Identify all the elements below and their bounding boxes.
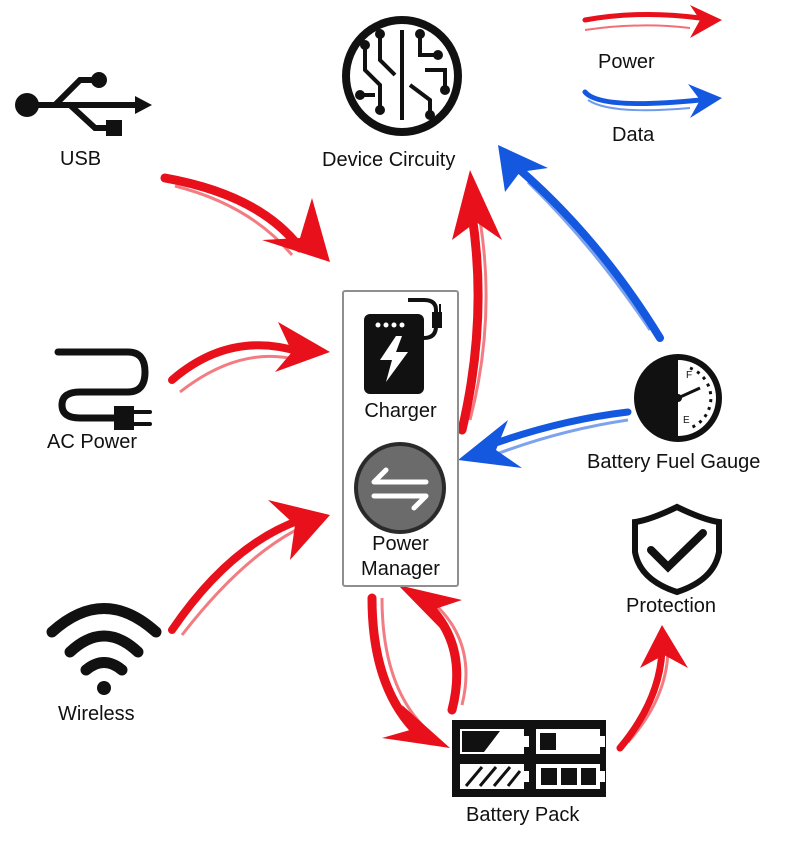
transfer-arrows-icon (354, 442, 446, 534)
protection-label: Protection (626, 595, 717, 617)
arrow-gauge-to-manager (458, 408, 632, 468)
arrow-ac-to-manager (168, 322, 330, 394)
fuel-gauge-label: Battery Fuel Gauge (587, 451, 761, 473)
battery-pack-label: Battery Pack (466, 804, 580, 826)
arrow-usb-to-manager (160, 173, 330, 262)
device-circuity-label: Device Circuity (322, 149, 456, 171)
arrow-manager-to-battery (367, 593, 450, 748)
legend-data-arrow (582, 84, 722, 118)
arrow-manager-to-device (452, 170, 502, 435)
arrow-battery-to-protection (616, 625, 688, 752)
fuel-gauge-icon (634, 354, 722, 442)
arrow-wireless-to-manager (168, 500, 330, 636)
wireless-label: Wireless (58, 703, 135, 725)
shield-check-icon (632, 503, 722, 596)
legend-power-label: Power (598, 51, 655, 73)
legend-power-arrow (582, 5, 722, 38)
fuel-gauge-empty-mark: E (683, 415, 690, 426)
fuel-gauge-full-mark: F (686, 370, 693, 381)
usb-label: USB (60, 148, 102, 170)
usb-icon (15, 72, 152, 136)
power-manager-label-line2: Manager (361, 558, 440, 580)
charger-label: Charger (364, 400, 437, 422)
power-manager-label-line1: Power (372, 533, 429, 555)
ac-power-plug-icon (54, 348, 152, 430)
legend-data-label: Data (612, 124, 655, 146)
arrow-gauge-to-device (498, 145, 664, 342)
ac-power-label: AC Power (47, 431, 138, 453)
circuit-chip-icon (342, 16, 462, 136)
arrow-battery-to-manager (398, 585, 468, 715)
wifi-icon (46, 603, 162, 695)
charger-power-manager-box: Charger Power Manager (342, 290, 459, 587)
power-bank-icon (364, 298, 442, 394)
battery-pack-icon (452, 720, 606, 797)
